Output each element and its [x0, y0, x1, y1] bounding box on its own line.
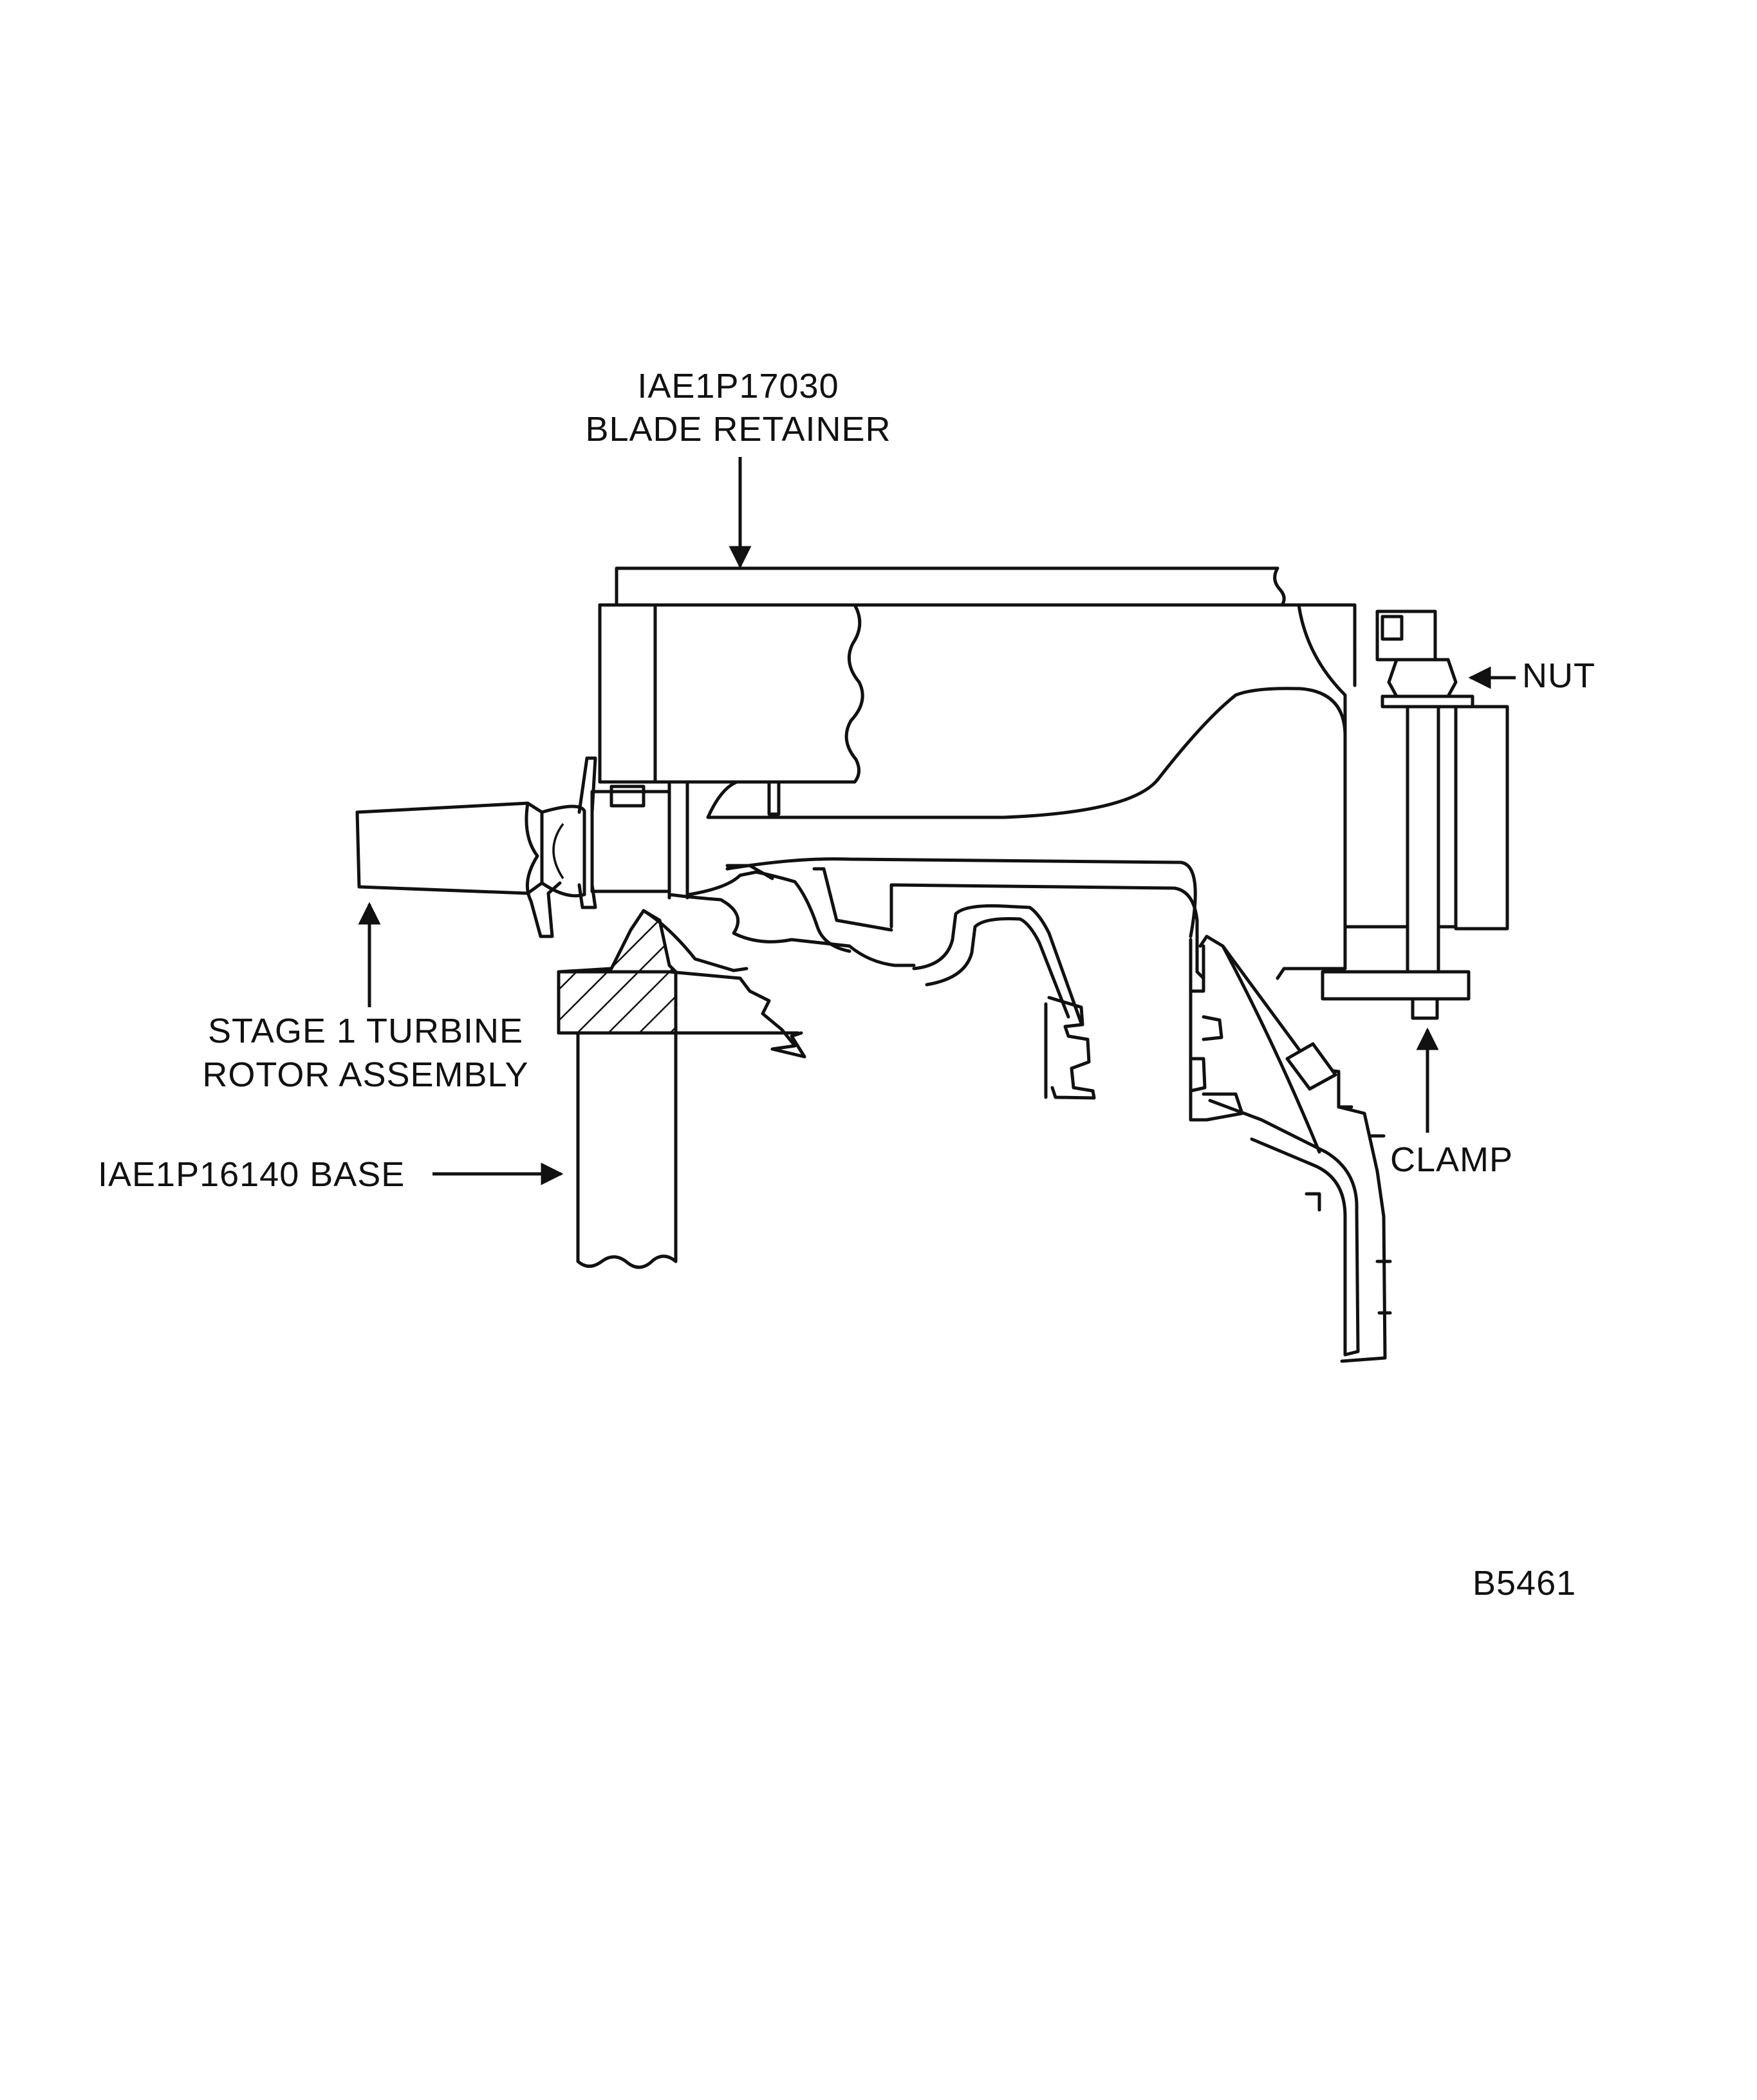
rotor-label-line2: ROTOR ASSEMBLY: [202, 1055, 528, 1094]
nut-label: NUT: [1522, 656, 1595, 695]
blade-retainer: [598, 566, 1357, 784]
blade-retainer-part-label: IAE1P17030: [637, 367, 839, 405]
blade-retainer-name-label: BLADE RETAINER: [585, 410, 891, 449]
turbine-rotor-assembly: [355, 756, 1392, 1363]
base-hatched-section: [557, 909, 678, 1035]
fixture-body: [706, 603, 1498, 980]
nut-clamp-assembly: [1321, 609, 1509, 1020]
figure-id-label: B5461: [1473, 1564, 1576, 1603]
rotor-label-line1: STAGE 1 TURBINE: [208, 1012, 523, 1050]
base-label: IAE1P16140 BASE: [98, 1155, 405, 1194]
clamp-label: CLAMP: [1390, 1140, 1513, 1179]
base-fixture: [557, 909, 806, 1269]
